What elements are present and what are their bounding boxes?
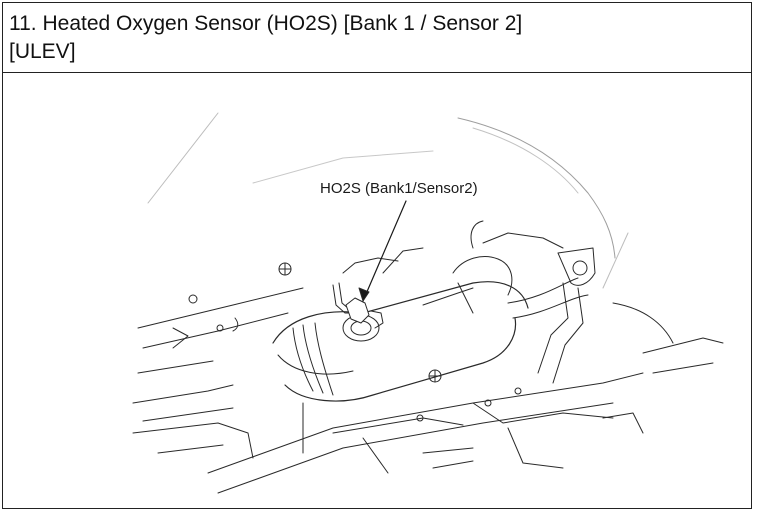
section-header: 11. Heated Oxygen Sensor (HO2S) [Bank 1 … bbox=[3, 3, 751, 73]
ho2s-callout-label: HO2S (Bank1/Sensor2) bbox=[320, 180, 478, 197]
section-title: 11. Heated Oxygen Sensor (HO2S) [Bank 1 … bbox=[9, 12, 523, 35]
underbody-illustration: HO2S (Bank1/Sensor2) bbox=[3, 73, 751, 508]
section-subtitle: [ULEV] bbox=[9, 40, 76, 63]
section-frame: 11. Heated Oxygen Sensor (HO2S) [Bank 1 … bbox=[2, 2, 752, 509]
